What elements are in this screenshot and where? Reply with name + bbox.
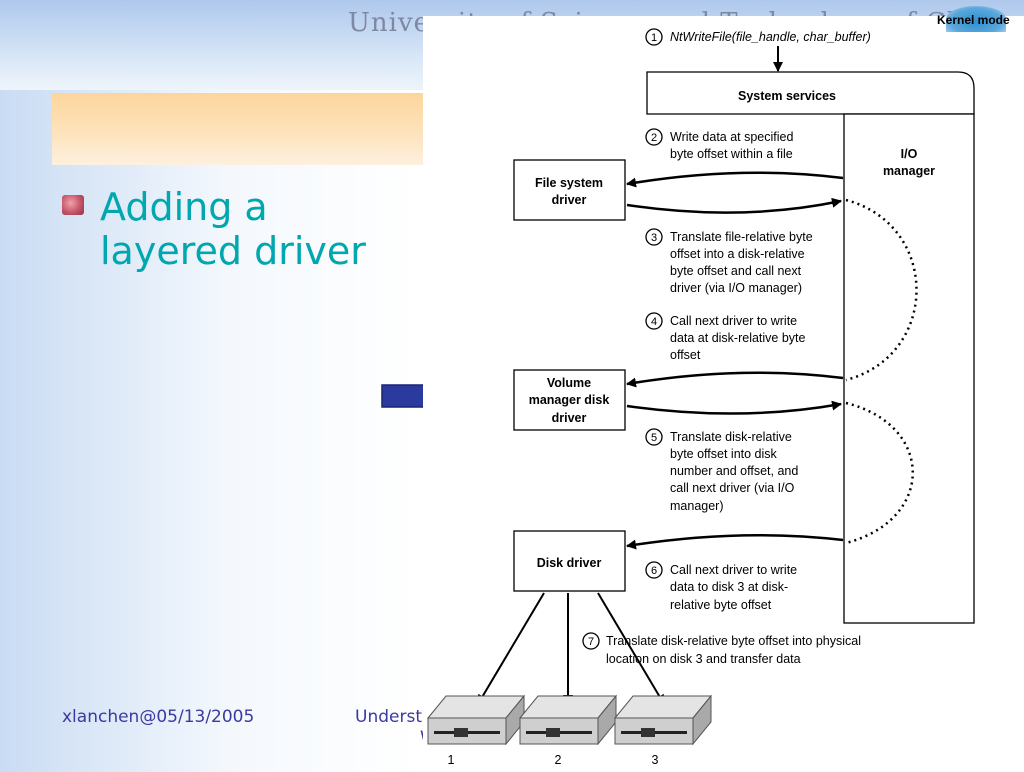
kernel-mode-label: Kernel mode: [937, 13, 1010, 27]
step5-number: 5: [651, 432, 657, 444]
layered-driver-diagram: 1 NtWriteFile(file_handle, char_buffer) …: [423, 16, 1024, 768]
step2-line2: byte offset within a file: [670, 147, 793, 161]
step6-number: 6: [651, 565, 657, 577]
footer-author-date: xlanchen@05/13/2005: [62, 707, 255, 727]
step3-circle: [645, 228, 663, 246]
title-bar: [52, 93, 432, 165]
io-manager-line2: manager: [883, 164, 935, 178]
io-manager-line1: I/O: [901, 147, 918, 161]
step7-line2: location on disk 3 and transfer data: [606, 652, 801, 666]
kernel-mode-badge: [946, 6, 1006, 32]
bullet-icon: [62, 195, 84, 215]
file-system-driver-box: [513, 159, 626, 221]
volume-line1: Volume: [547, 376, 591, 390]
io-to-volume-arrow: [626, 371, 844, 388]
step6-line2: data to disk 3 at disk-: [670, 580, 788, 594]
step4-number: 4: [651, 316, 657, 328]
disk-drive-2-icon: [518, 694, 618, 746]
disk-drive-1-icon: [426, 694, 526, 746]
step4-line2: data at disk-relative byte: [670, 331, 806, 345]
step3-line2: offset into a disk-relative: [670, 247, 805, 261]
disk-driver-box: [513, 530, 626, 592]
disk2-label: 2: [555, 753, 562, 767]
volume-manager-driver-box: [513, 369, 626, 431]
step5-line5: manager): [670, 499, 724, 513]
step4-line3: offset: [670, 348, 701, 362]
step4-circle: [645, 312, 663, 330]
io-dotted-loop-1: [845, 198, 918, 382]
step7-circle: [582, 632, 600, 650]
step5-line1: Translate disk-relative: [670, 430, 792, 444]
step6-circle: [645, 561, 663, 579]
io-to-disk-driver-arrow: [626, 533, 844, 550]
step3-line3: byte offset and call next: [670, 264, 802, 278]
step1-text: NtWriteFile(file_handle, char_buffer): [670, 30, 871, 44]
disk3-label: 3: [652, 753, 659, 767]
io-manager-box: [843, 113, 975, 624]
disk-drive-3-icon: [613, 694, 713, 746]
bullet-text: Adding a layered driver: [100, 185, 366, 273]
diagram-svg: 1 NtWriteFile(file_handle, char_buffer) …: [426, 28, 975, 767]
step5-line2: byte offset into disk: [670, 447, 778, 461]
io-dotted-loop-2: [845, 401, 914, 545]
step5-line4: call next driver (via I/O: [670, 481, 795, 495]
disk-arrow-3: [597, 592, 665, 705]
volume-line2: manager disk: [529, 393, 610, 407]
volume-line3: driver: [552, 411, 587, 425]
fs-driver-line2: driver: [552, 193, 587, 207]
step3-line1: Translate file-relative byte: [670, 230, 813, 244]
step1-circle: [645, 28, 663, 46]
step4-line1: Call next driver to write: [670, 314, 797, 328]
step2-circle: [645, 128, 663, 146]
fs-to-io-arrow: [626, 197, 842, 214]
step7-line1: Translate disk-relative byte offset into…: [606, 634, 861, 648]
step1-number: 1: [651, 32, 657, 44]
system-services-label: System services: [738, 89, 836, 103]
volume-to-io-arrow: [626, 400, 842, 415]
step5-circle: [645, 428, 663, 446]
io-to-fs-arrow: [626, 171, 844, 188]
step2-line1: Write data at specified: [670, 130, 793, 144]
system-services-box: [646, 71, 975, 115]
step6-line3: relative byte offset: [670, 598, 772, 612]
step3-number: 3: [651, 232, 657, 244]
disk-arrow-1: [477, 592, 545, 705]
disk-driver-label: Disk driver: [537, 556, 602, 570]
fs-driver-line1: File system: [535, 176, 603, 190]
step5-line3: number and offset, and: [670, 464, 798, 478]
disk1-label: 1: [448, 753, 455, 767]
step2-number: 2: [651, 132, 657, 144]
step7-number: 7: [588, 636, 594, 648]
step6-line1: Call next driver to write: [670, 563, 797, 577]
step3-line4: driver (via I/O manager): [670, 281, 802, 295]
